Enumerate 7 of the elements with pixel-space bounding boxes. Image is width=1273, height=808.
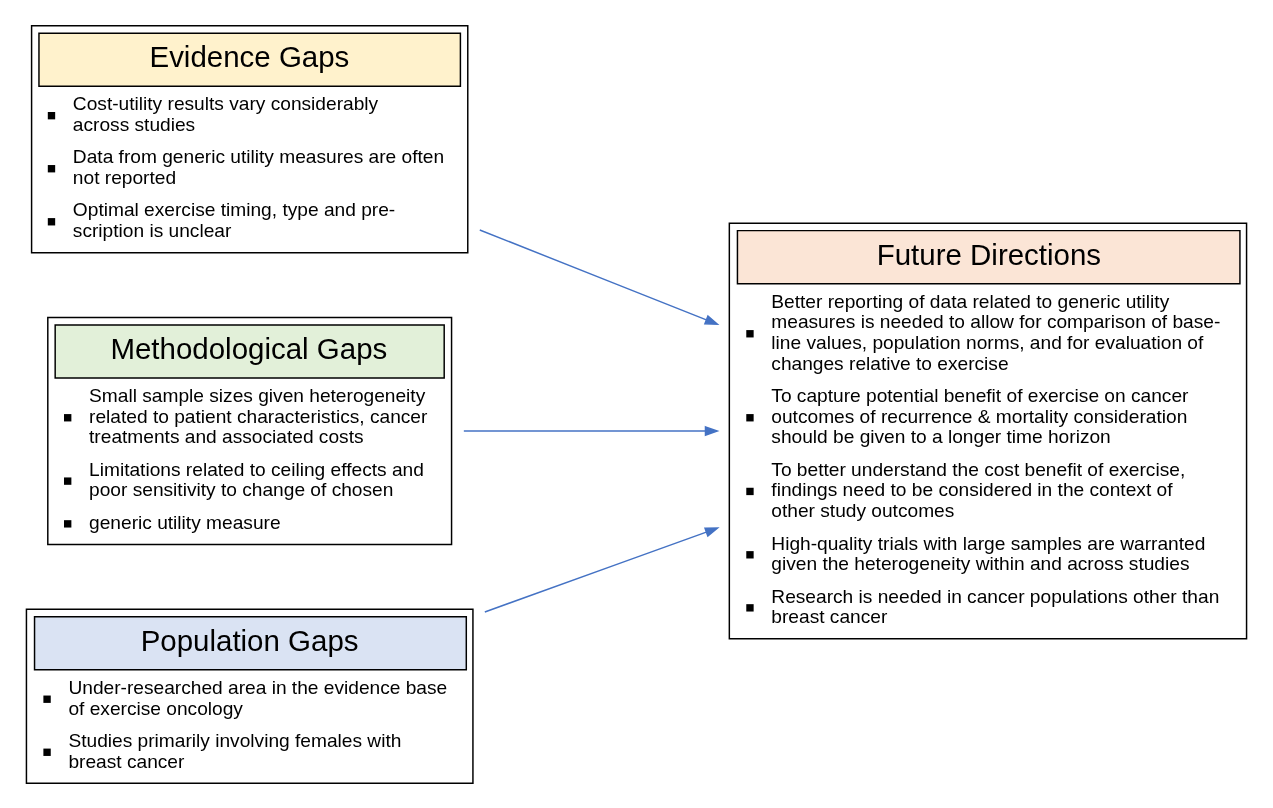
- node-box: Evidence Gaps Cost-utility results vary considerably across studies Data from generic utility measures are often not reported Optimal exercise timing, type and pre-scription is unclear: [30, 24, 469, 253]
- arrow: [463, 425, 720, 436]
- node-box: Future Directions Better reporting of data related to generic utility measures is needed to allow for comparison of base-line values, population norms, and for evaluation of changes relative to exercise To capture potential benefit of exercise on cancer outcomes of recurrence & mortality consideration should be given to a longer time horizon To better understand the cost benefit of exercise, findings need to be considered in the context of other study outcomes High-quality trials with large samples are warranted given the heterogeneity within and across studies Research is needed in cancer populations other than breast cancer: [728, 222, 1248, 640]
- arrow: [479, 228, 720, 325]
- node-box: Population Gaps Under-researched area in the evidence base of exercise oncology Studies primarily involving females with breast cancer: [25, 608, 474, 784]
- arrow: [484, 526, 720, 613]
- node-box: Methodological Gaps Small sample sizes given heterogeneity related to patient characteristics, cancer treatments and associated costs Limitations related to ceiling effects and poor sensitivity to change of chosen generic utility measure: [47, 316, 453, 545]
